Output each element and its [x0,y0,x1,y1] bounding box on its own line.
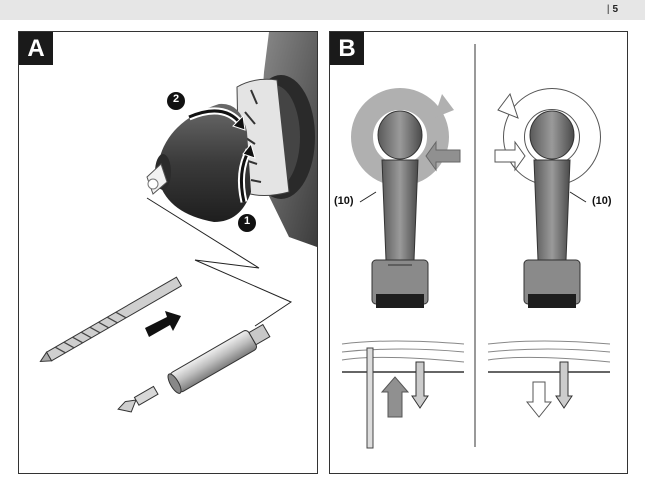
callout-right: (10) [592,195,612,207]
panel-label-a: A [19,32,53,65]
illustration-rotation-direction [341,44,611,449]
step-marker-1 [238,214,256,232]
rotate-ccw-arrow-icon [497,92,519,119]
direction-arrow-icon-right [494,140,526,172]
rotate-cw-arrow-icon [434,94,454,118]
wood-surface-right [487,340,611,363]
up-arrow-icon [380,376,410,418]
figure-panel-b: B (10) (10) [329,31,628,474]
chuck [159,103,251,222]
direction-arrow-icon [425,140,461,172]
step-label-1: 1 [243,215,251,227]
drill-bit [39,276,183,363]
drill-handle [381,159,419,261]
illustration-drill-chuck [39,32,317,413]
bit-holder [167,323,271,394]
insert-arrow-icon [145,311,181,337]
header-bar: |5 [0,0,645,20]
drill-head [377,110,423,160]
screwdriver-bit [117,385,159,413]
down-arrow-icon [525,381,553,418]
wood-surface-left [341,340,465,363]
figure-panel-a: A 2 1 [18,31,318,474]
page-number-value: 5 [612,4,618,15]
leader-line [146,197,260,269]
drill-bit-in-wood [366,347,374,449]
step-marker-2 [167,92,185,110]
screw-out-icon [555,361,573,409]
callout-left: (10) [334,195,354,207]
page-number: |5 [606,4,618,15]
screw-in-icon [411,361,429,409]
panel-label-b: B [330,32,364,65]
step-label-2: 2 [172,93,180,105]
